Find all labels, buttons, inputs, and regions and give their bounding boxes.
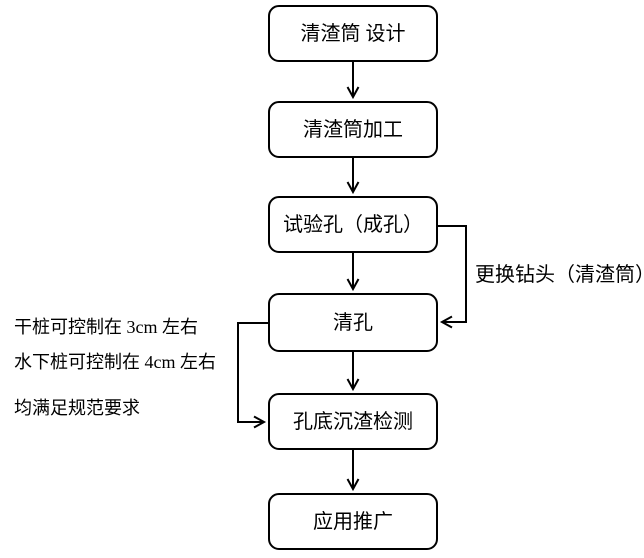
edge-label-replace-drill: 更换钻头（清渣筒）	[475, 264, 644, 286]
flow-node-fabrication: 清渣筒加工	[268, 101, 438, 158]
flow-node-application-label: 应用推广	[313, 510, 393, 533]
flow-node-clean-hole-label: 清孔	[333, 311, 373, 334]
flow-node-design-label: 清渣筒 设计	[300, 22, 406, 45]
flow-node-sediment-check: 孔底沉渣检测	[268, 393, 438, 450]
left-note-line-2: 水下桩可控制在 4cm 左右	[14, 352, 216, 372]
flow-node-fabrication-label: 清渣筒加工	[303, 118, 403, 141]
left-note-line-1: 干桩可控制在 3cm 左右	[14, 317, 198, 337]
left-note-line-3: 均满足规范要求	[14, 398, 140, 418]
loop-test-hole-to-clean-hole	[438, 225, 467, 329]
flow-node-sediment-check-label: 孔底沉渣检测	[293, 410, 413, 433]
flow-node-clean-hole: 清孔	[268, 293, 438, 352]
flow-node-test-hole: 试验孔（成孔）	[268, 196, 438, 253]
flow-node-application: 应用推广	[268, 493, 438, 550]
connector-note-to-sediment-check	[237, 322, 268, 429]
flow-node-test-hole-label: 试验孔（成孔）	[283, 213, 423, 236]
flow-node-design: 清渣筒 设计	[268, 5, 438, 62]
